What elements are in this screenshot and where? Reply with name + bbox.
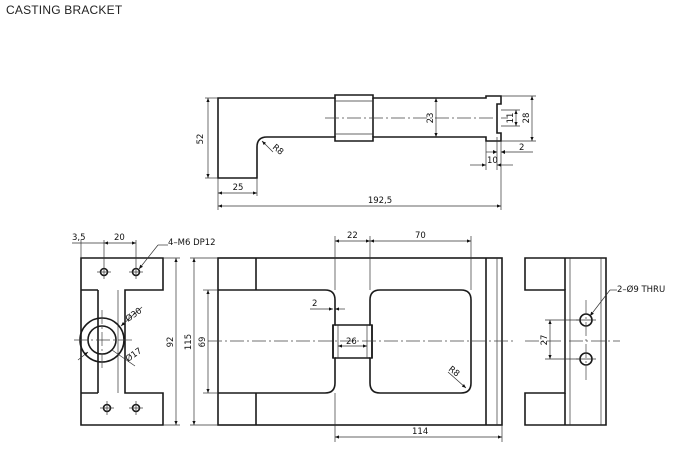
tapped-hole-bl bbox=[100, 401, 114, 415]
front-view-outline bbox=[217, 257, 503, 426]
dim-115: 115 bbox=[184, 334, 194, 350]
dim-70: 70 bbox=[415, 231, 426, 241]
dim-2-top: 2 bbox=[519, 143, 524, 153]
callout-2-dia9-thru: 2–Ø9 THRU bbox=[617, 284, 665, 295]
dim-92: 92 bbox=[166, 337, 176, 348]
dim-11: 11 bbox=[506, 113, 516, 124]
dim-23: 23 bbox=[426, 113, 436, 124]
top-view: 52 25 192,5 R8 23 11 28 10 bbox=[196, 94, 536, 210]
dim-25: 25 bbox=[233, 183, 244, 193]
drawing-title: CASTING BRACKET bbox=[6, 3, 123, 17]
dim-28: 28 bbox=[522, 113, 532, 124]
dim-69: 69 bbox=[198, 337, 208, 348]
dim-dia17: Ø17 bbox=[123, 345, 144, 364]
front-window-left bbox=[256, 289, 336, 394]
dim-10: 10 bbox=[487, 156, 498, 166]
tapped-hole-tl bbox=[97, 265, 111, 279]
top-view-outline bbox=[217, 94, 502, 179]
right-view: 27 2–Ø9 THRU bbox=[524, 257, 665, 426]
tapped-hole-br bbox=[129, 401, 143, 415]
dim-20: 20 bbox=[114, 233, 125, 243]
dim-52: 52 bbox=[196, 134, 206, 145]
left-view: 3,5 20 4–M6 DP12 92 Ø30 Ø17 bbox=[72, 233, 216, 426]
dim-r8-top: R8 bbox=[270, 143, 285, 158]
dim-22: 22 bbox=[347, 231, 358, 241]
dim-27: 27 bbox=[540, 335, 550, 346]
dim-26: 26 bbox=[346, 337, 357, 347]
front-view: 115 69 22 70 2 26 R8 114 bbox=[184, 231, 515, 442]
dim-114: 114 bbox=[412, 427, 428, 437]
callout-4-m6: 4–M6 DP12 bbox=[168, 238, 216, 248]
front-window-right bbox=[369, 289, 472, 394]
tapped-hole-tr bbox=[129, 265, 143, 279]
right-view-outline bbox=[524, 257, 607, 426]
dim-2-front: 2 bbox=[312, 299, 317, 309]
dim-3-5: 3,5 bbox=[72, 233, 86, 243]
dim-r8-front: R8 bbox=[446, 364, 461, 379]
left-view-outline bbox=[80, 257, 164, 426]
dim-192-5: 192,5 bbox=[368, 196, 392, 206]
